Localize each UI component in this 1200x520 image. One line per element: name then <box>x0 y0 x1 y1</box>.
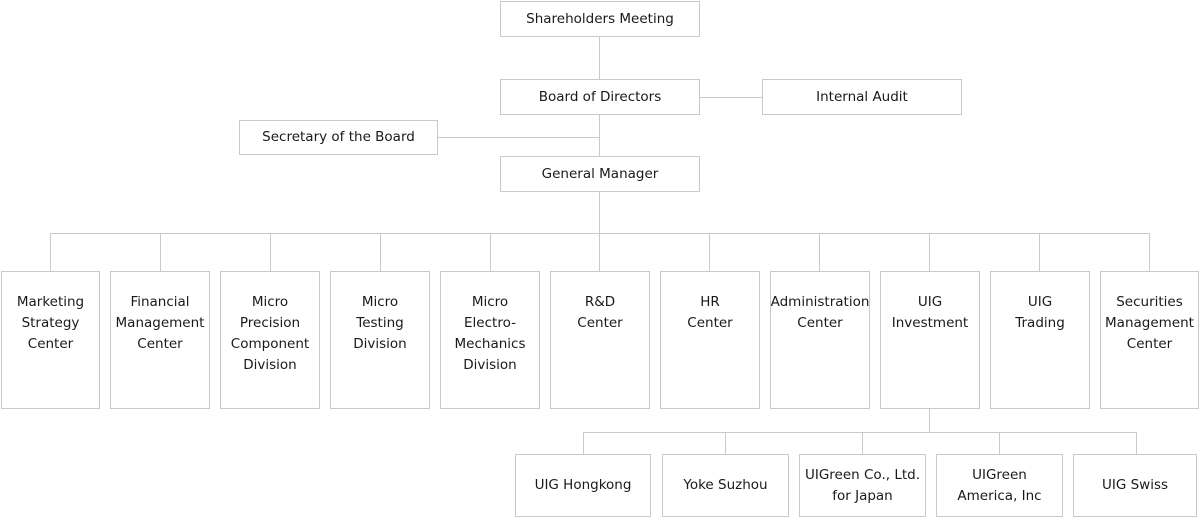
node-micro-precision-component-division[interactable]: Micro Precision Component Division <box>220 271 320 409</box>
connector-bus-to-micro-electro-mechanics-division <box>490 233 491 271</box>
node-uig-hongkong[interactable]: UIG Hongkong <box>515 454 651 517</box>
connector-bus-to-rd-center <box>599 233 600 271</box>
node-financial-management-center[interactable]: Financial Management Center <box>110 271 210 409</box>
connector-bus-to-micro-precision-component-division <box>270 233 271 271</box>
node-marketing-strategy-center[interactable]: Marketing Strategy Center <box>1 271 100 409</box>
node-uig-investment[interactable]: UIG Investment <box>880 271 980 409</box>
node-micro-electro-mechanics-division[interactable]: Micro Electro- Mechanics Division <box>440 271 540 409</box>
node-secretary-of-the-board[interactable]: Secretary of the Board <box>239 120 438 155</box>
connector-bus-to-marketing-strategy-center <box>50 233 51 271</box>
connector-bus-to-uigreen-co-ltd-for-japan <box>862 432 863 454</box>
connector-bus-to-uig-trading <box>1039 233 1040 271</box>
connector-shareholders-to-board <box>599 37 600 79</box>
connector-bus-to-uig-hongkong <box>583 432 584 454</box>
connector-bus-to-hr-center <box>709 233 710 271</box>
node-uigreen-co-ltd-for-japan[interactable]: UIGreen Co., Ltd. for Japan <box>799 454 926 517</box>
node-uig-trading[interactable]: UIG Trading <box>990 271 1090 409</box>
connector-bus-to-micro-testing-division <box>380 233 381 271</box>
node-micro-testing-division[interactable]: Micro Testing Division <box>330 271 430 409</box>
connector-bus-to-securities-management-center <box>1149 233 1150 271</box>
node-shareholders-meeting[interactable]: Shareholders Meeting <box>500 1 700 37</box>
node-board-of-directors[interactable]: Board of Directors <box>500 79 700 115</box>
connector-bus-to-uig-swiss <box>1136 432 1137 454</box>
connector-general-manager-trunk <box>599 192 600 233</box>
node-yoke-suzhou[interactable]: Yoke Suzhou <box>662 454 789 517</box>
node-uigreen-america-inc[interactable]: UIGreen America, Inc <box>936 454 1063 517</box>
subsidiary-bus <box>583 432 1136 433</box>
node-general-manager[interactable]: General Manager <box>500 156 700 192</box>
connector-bus-to-yoke-suzhou <box>725 432 726 454</box>
node-internal-audit[interactable]: Internal Audit <box>762 79 962 115</box>
node-rd-center[interactable]: R&D Center <box>550 271 650 409</box>
node-hr-center[interactable]: HR Center <box>660 271 760 409</box>
connector-secretary-to-trunk <box>438 137 600 138</box>
department-bus <box>50 233 1150 234</box>
connector-bus-to-uig-investment <box>929 233 930 271</box>
node-administration-center[interactable]: Administration Center <box>770 271 870 409</box>
connector-board-to-internal-audit <box>700 97 762 98</box>
connector-bus-to-uigreen-america-inc <box>999 432 1000 454</box>
connector-board-trunk <box>599 115 600 156</box>
connector-bus-to-financial-management-center <box>160 233 161 271</box>
connector-uig-investment-trunk <box>929 409 930 433</box>
node-uig-swiss[interactable]: UIG Swiss <box>1073 454 1197 517</box>
connector-bus-to-administration-center <box>819 233 820 271</box>
node-securities-management-center[interactable]: Securities Management Center <box>1100 271 1199 409</box>
